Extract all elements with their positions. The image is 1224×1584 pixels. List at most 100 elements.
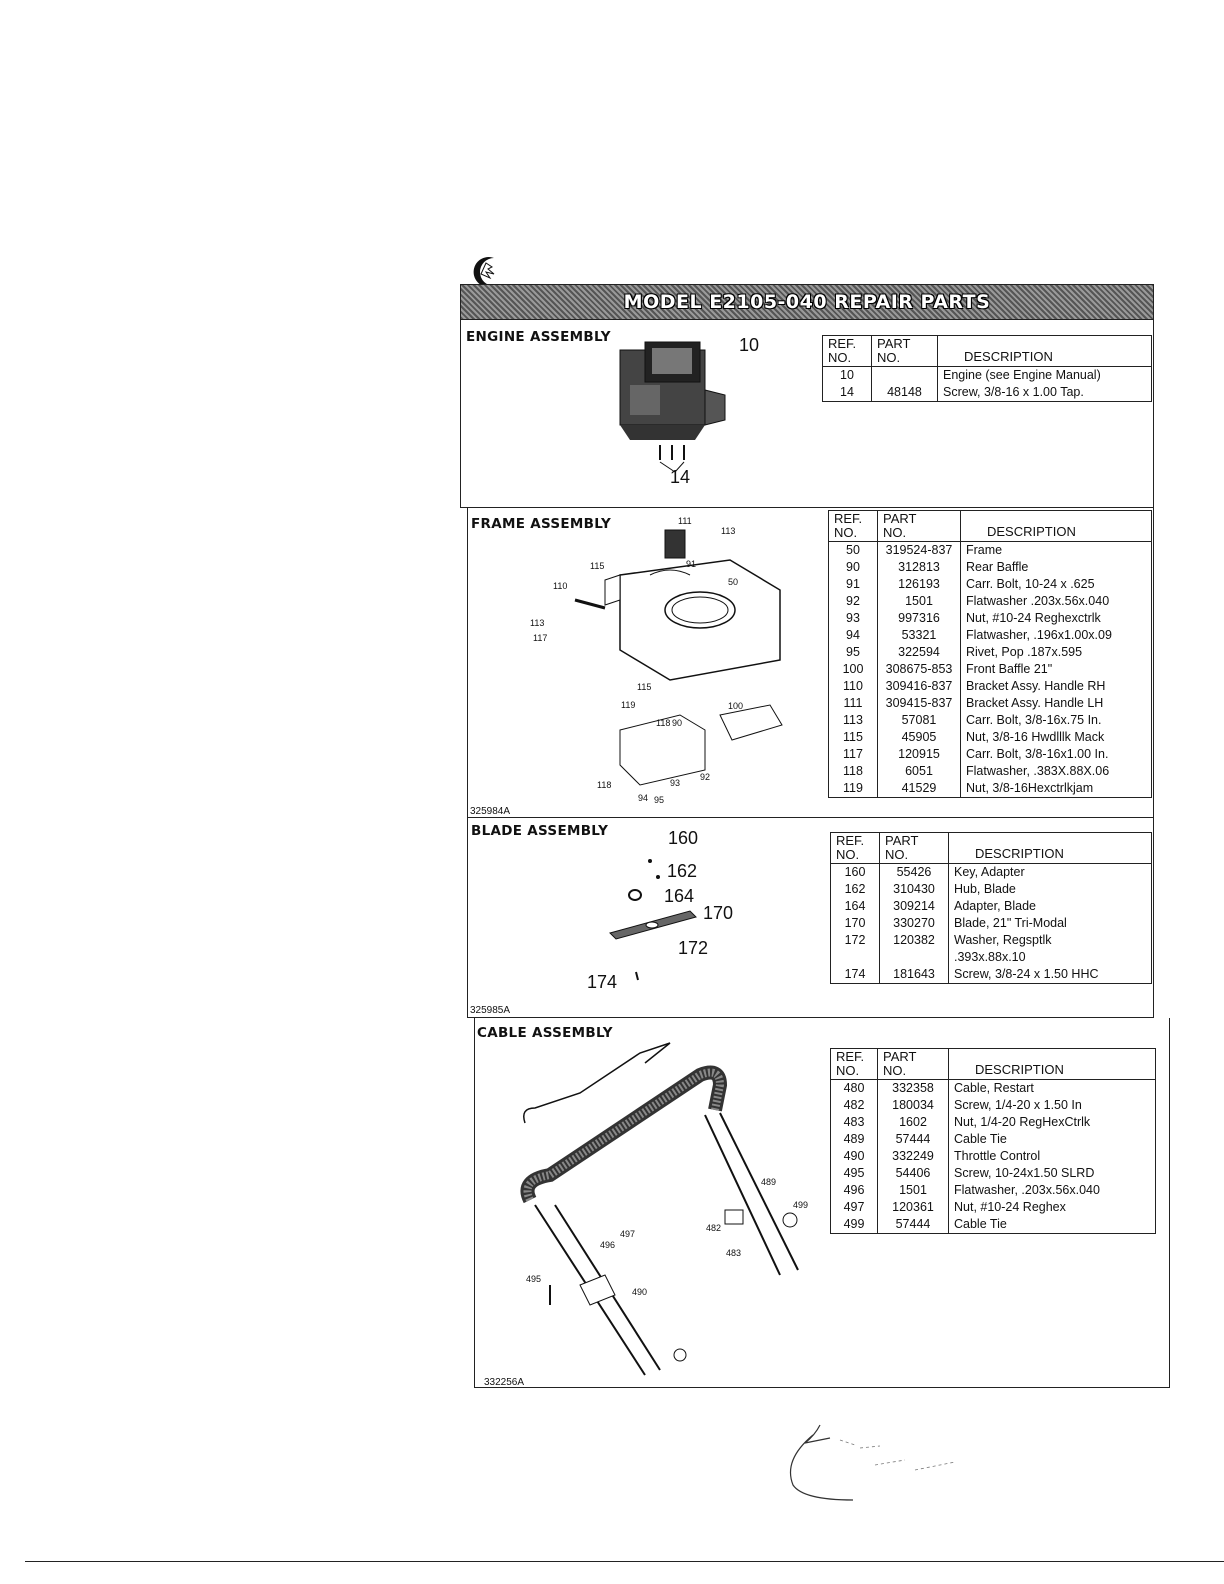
blade-section (467, 818, 1154, 1018)
description-cell: Carr. Bolt, 10-24 x .625 (960, 576, 1152, 593)
callout-label: 115 (637, 682, 652, 692)
callout-label: 14 (670, 467, 691, 487)
description-cell: Screw, 3/8-16 x 1.00 Tap. (937, 384, 1152, 402)
blade-diagram (609, 859, 697, 981)
description-cell: Cable Tie (948, 1216, 1156, 1234)
ref-header: REF. (834, 511, 863, 526)
figure-id: 332256A (484, 1377, 525, 1388)
callout-label: 50 (728, 577, 739, 587)
part-number-cell: 57444 (877, 1216, 949, 1234)
callout-label: 92 (700, 772, 711, 782)
description-cell: .393x.88x.10 (948, 949, 1152, 966)
figure-id: 325984A (470, 806, 511, 817)
engine-diagram (619, 341, 726, 473)
ref-header: NO. (834, 525, 858, 540)
callout-label: 483 (726, 1248, 742, 1258)
part-number-cell: 319524-837 (877, 541, 961, 559)
callout-label: 489 (761, 1177, 777, 1187)
callout-label: 170 (703, 903, 734, 923)
description-cell: Screw, 3/8-24 x 1.50 HHC (948, 966, 1152, 984)
description-cell: Bracket Assy. Handle LH (960, 695, 1152, 712)
part-number-cell: 41529 (877, 780, 961, 798)
description-cell: Nut, 3/8-16Hexctrlkjam (960, 780, 1152, 798)
part-header: PART (877, 336, 911, 351)
ref-cell: 497 (830, 1199, 878, 1216)
part-number-cell: 997316 (877, 610, 961, 627)
ref-cell: 115 (828, 729, 878, 746)
description-cell: Flatwasher .203x.56x.040 (960, 593, 1152, 610)
ref-cell: 14 (822, 384, 872, 402)
part-header: NO. (877, 350, 901, 365)
callout-label: 113 (530, 618, 545, 628)
part-number-cell: 322594 (877, 644, 961, 661)
callout-label: 119 (621, 700, 636, 710)
description-cell: Nut, #10-24 Reghex (948, 1199, 1156, 1216)
part-number-cell: 55426 (879, 863, 949, 881)
ref-cell: 117 (828, 746, 878, 763)
frame-section-title: FRAME ASSEMBLY (471, 516, 612, 532)
description-cell: Flatwasher, .196x1.00x.09 (960, 627, 1152, 644)
callout-label: 496 (600, 1240, 616, 1250)
part-number-cell: 1602 (877, 1114, 949, 1131)
part-header: PART (883, 511, 917, 526)
description-cell: Washer, Regsptlk (948, 932, 1152, 949)
callout-label: 164 (664, 886, 695, 906)
description-cell: Adapter, Blade (948, 898, 1152, 915)
part-number-cell: 54406 (877, 1165, 949, 1182)
part-number-cell: 180034 (877, 1097, 949, 1114)
description-cell: Nut, 1/4-20 RegHexCtrlk (948, 1114, 1156, 1131)
ref-header: NO. (836, 1063, 860, 1078)
callout-label: 497 (620, 1229, 636, 1239)
ref-cell: 170 (830, 915, 880, 932)
ref-cell: 100 (828, 661, 878, 678)
ref-cell (830, 949, 880, 966)
description-header: DESCRIPTION (948, 1048, 1156, 1080)
description-cell: Cable, Restart (948, 1079, 1156, 1097)
callout-label: 117 (533, 633, 548, 643)
ref-cell: 174 (830, 966, 880, 984)
ref-cell: 499 (830, 1216, 878, 1234)
part-number-cell: 332249 (877, 1148, 949, 1165)
ref-cell: 90 (828, 559, 878, 576)
part-number-cell: 332358 (877, 1079, 949, 1097)
ref-cell: 92 (828, 593, 878, 610)
part-number-cell: 53321 (877, 627, 961, 644)
ref-cell: 482 (830, 1097, 878, 1114)
callout-label: 482 (706, 1223, 722, 1233)
part-number-cell: 181643 (879, 966, 949, 984)
part-number-cell: 57444 (877, 1131, 949, 1148)
callout-label: 162 (667, 861, 698, 881)
callout-label: 110 (553, 581, 568, 591)
description-header: DESCRIPTION (948, 832, 1152, 864)
ref-cell: 483 (830, 1114, 878, 1131)
page-title: MODEL E2105-040 REPAIR PARTS (623, 291, 991, 313)
part-header: PART (883, 1049, 917, 1064)
callout-label: 118 (597, 780, 612, 790)
ref-cell: 93 (828, 610, 878, 627)
description-cell: Front Baffle 21" (960, 661, 1152, 678)
cable-section-title: CABLE ASSEMBLY (477, 1025, 613, 1041)
